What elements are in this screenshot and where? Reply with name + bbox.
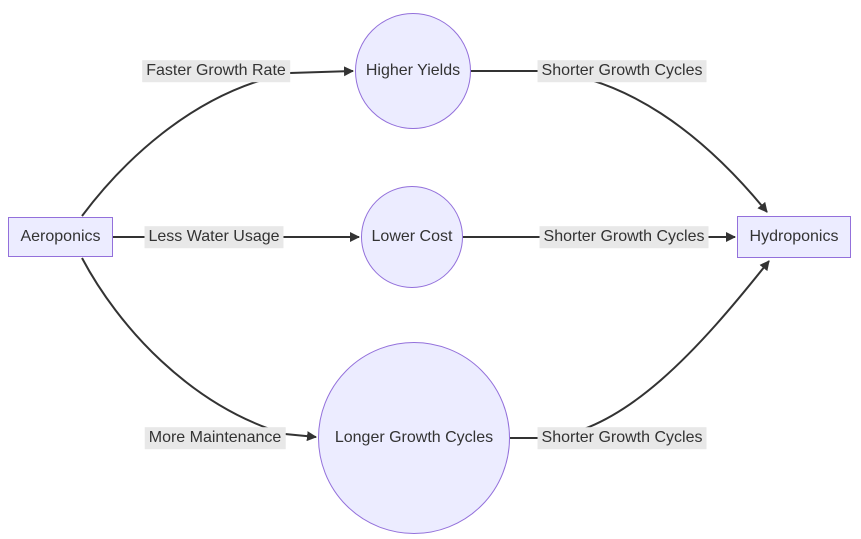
node-aeroponics: Aeroponics xyxy=(8,217,113,257)
node-hydroponics-label: Hydroponics xyxy=(749,228,839,246)
edge-label-faster-growth-rate: Faster Growth Rate xyxy=(142,60,290,82)
edge-label-shorter-growth-cycles-bottom: Shorter Growth Cycles xyxy=(537,427,707,449)
node-hydroponics: Hydroponics xyxy=(737,216,851,258)
node-aeroponics-label: Aeroponics xyxy=(20,228,101,246)
edge-label-shorter-growth-cycles-middle: Shorter Growth Cycles xyxy=(539,226,709,248)
edge-label-more-maintenance: More Maintenance xyxy=(144,427,286,449)
node-higher-yields: Higher Yields xyxy=(355,13,471,129)
node-longer-growth-cycles-label: Longer Growth Cycles xyxy=(334,429,494,447)
edge-aeroponics-to-longer-growth-cycles xyxy=(81,257,317,442)
edge-label-less-water-usage: Less Water Usage xyxy=(144,226,284,248)
edge-higher-yields-to-hydroponics xyxy=(471,70,768,213)
edge-aeroponics-to-higher-yields xyxy=(81,66,354,217)
edge-label-shorter-growth-cycles-top: Shorter Growth Cycles xyxy=(537,60,707,82)
node-longer-growth-cycles: Longer Growth Cycles xyxy=(318,342,510,534)
node-higher-yields-label: Higher Yields xyxy=(365,62,461,80)
node-lower-cost-label: Lower Cost xyxy=(371,228,453,246)
node-lower-cost: Lower Cost xyxy=(361,186,463,288)
edge-longer-growth-cycles-to-hydroponics xyxy=(510,260,770,439)
